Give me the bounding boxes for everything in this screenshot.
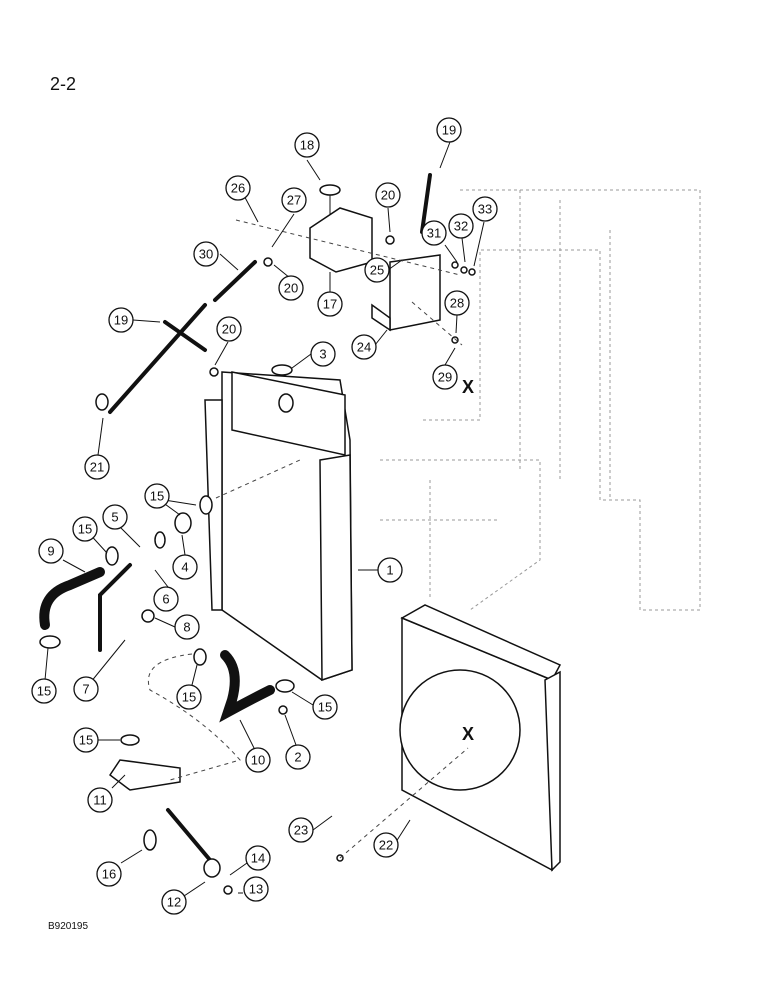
hoses [39, 173, 432, 862]
callout-number: 15 [79, 733, 93, 748]
callout-15e: 15 [312, 694, 338, 720]
callout-3: 3 [310, 341, 336, 367]
callout-32: 32 [448, 213, 474, 239]
callout-number: 15 [182, 690, 196, 705]
callout-number: 2 [294, 750, 301, 765]
machine-frame-outline [380, 189, 701, 611]
callout-30: 30 [193, 241, 219, 267]
callout-number: 28 [450, 296, 464, 311]
callout-number: 15 [150, 489, 164, 504]
callout-31: 31 [421, 220, 447, 246]
callout-number: 14 [251, 851, 265, 866]
callout-number: 31 [427, 226, 441, 241]
callout-15b: 15 [72, 516, 98, 542]
callout-8: 8 [174, 614, 200, 640]
callout-number: 22 [379, 838, 393, 853]
callout-7: 7 [73, 676, 99, 702]
callout-number: 7 [82, 682, 89, 697]
callout-24: 24 [351, 334, 377, 360]
callout-33: 33 [472, 196, 498, 222]
callout-6: 6 [153, 586, 179, 612]
radiator [204, 364, 353, 682]
callout-number: 29 [438, 370, 452, 385]
callout-15f: 15 [73, 727, 99, 753]
callout-15c: 15 [31, 678, 57, 704]
callout-number: 25 [370, 263, 384, 278]
callout-28: 28 [444, 290, 470, 316]
callout-17: 17 [317, 291, 343, 317]
callout-number: 32 [454, 219, 468, 234]
callout-number: 27 [287, 193, 301, 208]
callout-number: 5 [111, 510, 118, 525]
callout-4: 4 [172, 554, 198, 580]
callout-number: 13 [249, 882, 263, 897]
callout-number: 20 [284, 281, 298, 296]
callout-2: 2 [285, 744, 311, 770]
callout-29: 29 [432, 364, 458, 390]
callout-number: 8 [183, 620, 190, 635]
callout-number: 10 [251, 753, 265, 768]
callout-number: 1 [386, 563, 393, 578]
callout-14: 14 [245, 845, 271, 871]
figure-code: B920195 [48, 921, 89, 932]
callout-11: 11 [87, 787, 113, 813]
callout-number: 3 [319, 347, 326, 362]
callout-22: 22 [373, 832, 399, 858]
callout-number: 16 [102, 867, 116, 882]
callout-number: 19 [442, 123, 456, 138]
callout-15d: 15 [176, 684, 202, 710]
callout-number: 15 [318, 700, 332, 715]
callout-number: 15 [78, 522, 92, 537]
callout-number: 21 [90, 460, 104, 475]
callout-number: 15 [37, 684, 51, 699]
callout-26: 26 [225, 175, 251, 201]
callout-23: 23 [288, 817, 314, 843]
clamps [39, 235, 476, 895]
callout-number: 19 [114, 313, 128, 328]
callout-number: 26 [231, 181, 245, 196]
callout-number: 11 [93, 793, 107, 808]
callout-number: 20 [222, 322, 236, 337]
callout-16: 16 [96, 861, 122, 887]
reference-mark-lower: X [462, 724, 474, 744]
callout-number: 4 [181, 560, 188, 575]
callout-10: 10 [245, 747, 271, 773]
callout-number: 9 [47, 544, 54, 559]
callout-15a: 15 [144, 483, 170, 509]
callout-number: 18 [300, 138, 314, 153]
callout-number: 33 [478, 202, 492, 217]
callout-12: 12 [161, 889, 187, 915]
callout-20a: 20 [375, 182, 401, 208]
page-number: 2-2 [50, 74, 77, 94]
callout-19a: 19 [436, 117, 462, 143]
fan-shroud [399, 604, 562, 872]
reference-mark-upper: X [462, 377, 474, 397]
callout-20b: 20 [278, 275, 304, 301]
callout-25: 25 [364, 257, 390, 283]
callout-number: 6 [162, 592, 169, 607]
callout-13: 13 [243, 876, 269, 902]
callout-number: 20 [381, 188, 395, 203]
callout-18: 18 [294, 132, 320, 158]
callout-number: 17 [323, 297, 337, 312]
alignment-lines [148, 219, 469, 859]
callout-number: 24 [357, 340, 371, 355]
callout-9: 9 [38, 538, 64, 564]
callout-5: 5 [102, 504, 128, 530]
callout-20c: 20 [216, 316, 242, 342]
callout-1: 1 [377, 557, 403, 583]
callout-19b: 19 [108, 307, 134, 333]
callout-27: 27 [281, 187, 307, 213]
mounting-bracket [371, 254, 441, 332]
callout-number: 30 [199, 247, 213, 262]
callout-number: 23 [294, 823, 308, 838]
overflow-tank [309, 184, 373, 273]
callout-21: 21 [84, 454, 110, 480]
callout-number: 12 [167, 895, 181, 910]
